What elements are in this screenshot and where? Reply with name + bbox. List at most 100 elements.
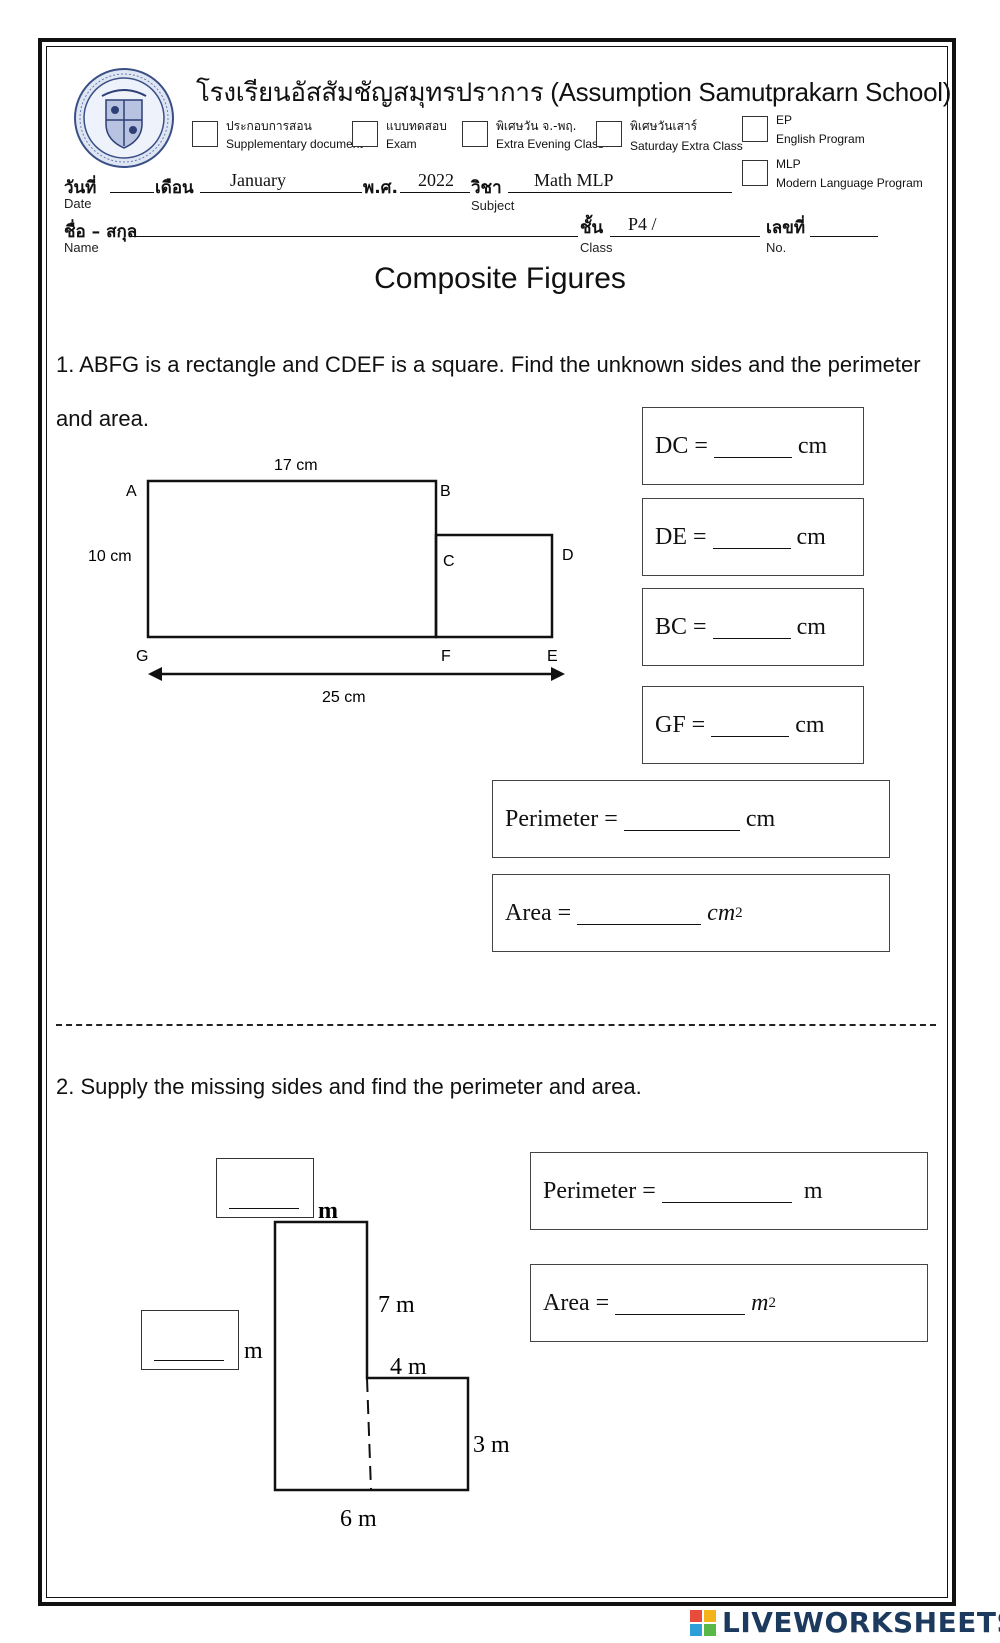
answer-blank[interactable]	[712, 616, 791, 639]
perimeter-blank[interactable]	[661, 1180, 792, 1203]
area-unit: cm	[707, 899, 736, 926]
area-unit: m	[751, 1289, 769, 1316]
year-field[interactable]	[400, 192, 470, 193]
no-label-th: เลขที่	[766, 218, 806, 238]
supplementary-checkbox[interactable]	[192, 121, 218, 147]
option-label: MLP	[776, 157, 801, 171]
perimeter-label: Perimeter =	[543, 1177, 656, 1204]
month-field[interactable]	[200, 192, 362, 193]
point-f: F	[441, 648, 451, 665]
point-g: G	[136, 648, 148, 665]
subject-label-th: วิชา	[471, 178, 502, 198]
label-3m: 3 m	[473, 1432, 510, 1458]
label-17cm: 17 cm	[274, 457, 318, 474]
q1-text-line2: and area.	[56, 406, 149, 431]
perimeter-label: Perimeter =	[505, 805, 618, 832]
no-field[interactable]	[810, 236, 878, 237]
label-7m: 7 m	[378, 1292, 415, 1318]
date-field[interactable]	[110, 192, 154, 193]
option-label-en: English Program	[776, 132, 865, 146]
option-label-th: แบบทดสอบ	[386, 119, 447, 133]
answer-label: GF =	[655, 711, 706, 738]
answer-dc-box[interactable]: DC =cm	[642, 407, 864, 485]
school-name: โรงเรียนอัสสัมชัญสมุทรปราการ (Assumption…	[196, 77, 952, 107]
q1-text-line1: 1. ABFG is a rectangle and CDEF is a squ…	[56, 352, 921, 377]
answer-label: DE =	[655, 523, 707, 550]
point-a: A	[126, 483, 137, 500]
option-label-th: ประกอบการสอน	[226, 119, 312, 133]
option-label-en: Exam	[386, 137, 417, 151]
ep-checkbox[interactable]	[742, 116, 768, 142]
brand-text: LIVEWORKSHEETS	[722, 1606, 1000, 1639]
year-value: 2022	[418, 170, 454, 190]
area-label: Area =	[543, 1289, 610, 1316]
option-label-en: Saturday Extra Class	[630, 139, 743, 153]
class-field[interactable]	[610, 236, 760, 237]
page-title: Composite Figures	[374, 262, 626, 295]
answer-unit: cm	[795, 711, 825, 738]
saturday-checkbox[interactable]	[596, 121, 622, 147]
subject-value: Math MLP	[534, 170, 614, 190]
name-field[interactable]	[130, 236, 578, 237]
answer-bc-box[interactable]: BC = cm	[642, 588, 864, 666]
point-b: B	[440, 483, 451, 500]
label-6m: 6 m	[340, 1506, 377, 1530]
mlp-checkbox[interactable]	[742, 160, 768, 186]
arrow-right-head	[551, 667, 565, 681]
subject-label-en: Subject	[471, 198, 515, 213]
answer-unit: cm	[796, 613, 826, 640]
left-side-blank[interactable]	[154, 1360, 224, 1361]
name-label-th: ชื่อ – สกุล	[64, 222, 138, 242]
area-exponent: 2	[735, 904, 743, 921]
q1-figure: 17 cm 10 cm 25 cm A B C D E F G	[88, 457, 574, 706]
area-label: Area =	[505, 899, 572, 926]
area-blank[interactable]	[577, 902, 702, 925]
top-side-blank[interactable]	[229, 1208, 299, 1209]
q2-perimeter-box[interactable]: Perimeter = m	[530, 1152, 928, 1230]
q2-left-side-box[interactable]	[141, 1310, 239, 1370]
square-cdef	[434, 533, 554, 639]
left-unit-label: m	[244, 1338, 263, 1364]
extra-evening-checkbox[interactable]	[462, 121, 488, 147]
dashed-divider	[366, 1377, 372, 1491]
month-value: January	[230, 170, 286, 190]
class-label-en: Class	[580, 240, 613, 255]
answer-label: BC =	[655, 613, 707, 640]
answer-unit: cm	[796, 523, 826, 550]
l-shape	[273, 1220, 470, 1492]
option-label-en: Modern Language Program	[776, 176, 923, 190]
year-label-th: พ.ศ.	[363, 178, 398, 198]
perimeter-blank[interactable]	[623, 808, 740, 831]
option-label-th: พิเศษวันเสาร์	[630, 119, 698, 133]
area-blank[interactable]	[615, 1292, 746, 1315]
q2-figure: m m 7 m 4 m 3 m 6 m	[244, 1198, 510, 1530]
subject-field[interactable]	[508, 192, 732, 193]
perimeter-unit: m	[803, 1177, 823, 1204]
answer-blank[interactable]	[711, 714, 790, 737]
date-label-th: วันที่	[64, 178, 97, 198]
answer-gf-box[interactable]: GF = cm	[642, 686, 864, 764]
liveworksheets-logo: LIVEWORKSHEETS	[690, 1606, 1000, 1639]
page-border-inner	[46, 46, 948, 1598]
exam-checkbox[interactable]	[352, 121, 378, 147]
answer-blank[interactable]	[712, 526, 791, 549]
liveworksheets-icon	[690, 1609, 716, 1636]
answer-de-box[interactable]: DE = cm	[642, 498, 864, 576]
q1-perimeter-box[interactable]: Perimeter = cm	[492, 780, 890, 858]
class-label-th: ชั้น	[580, 218, 604, 238]
option-label-en: Supplementary document	[226, 137, 363, 151]
point-d: D	[562, 547, 574, 564]
q2-text: 2. Supply the missing sides and find the…	[56, 1074, 642, 1099]
section-divider	[56, 1024, 936, 1028]
no-label-en: No.	[766, 240, 787, 255]
area-exponent: 2	[768, 1294, 777, 1311]
answer-blank[interactable]	[713, 435, 792, 458]
label-4m: 4 m	[390, 1354, 427, 1380]
q2-top-side-box[interactable]	[216, 1158, 314, 1218]
arrow-left-head	[148, 667, 162, 681]
rectangle-abfg	[146, 479, 438, 639]
perimeter-unit: cm	[745, 805, 776, 832]
point-e: E	[547, 648, 558, 665]
